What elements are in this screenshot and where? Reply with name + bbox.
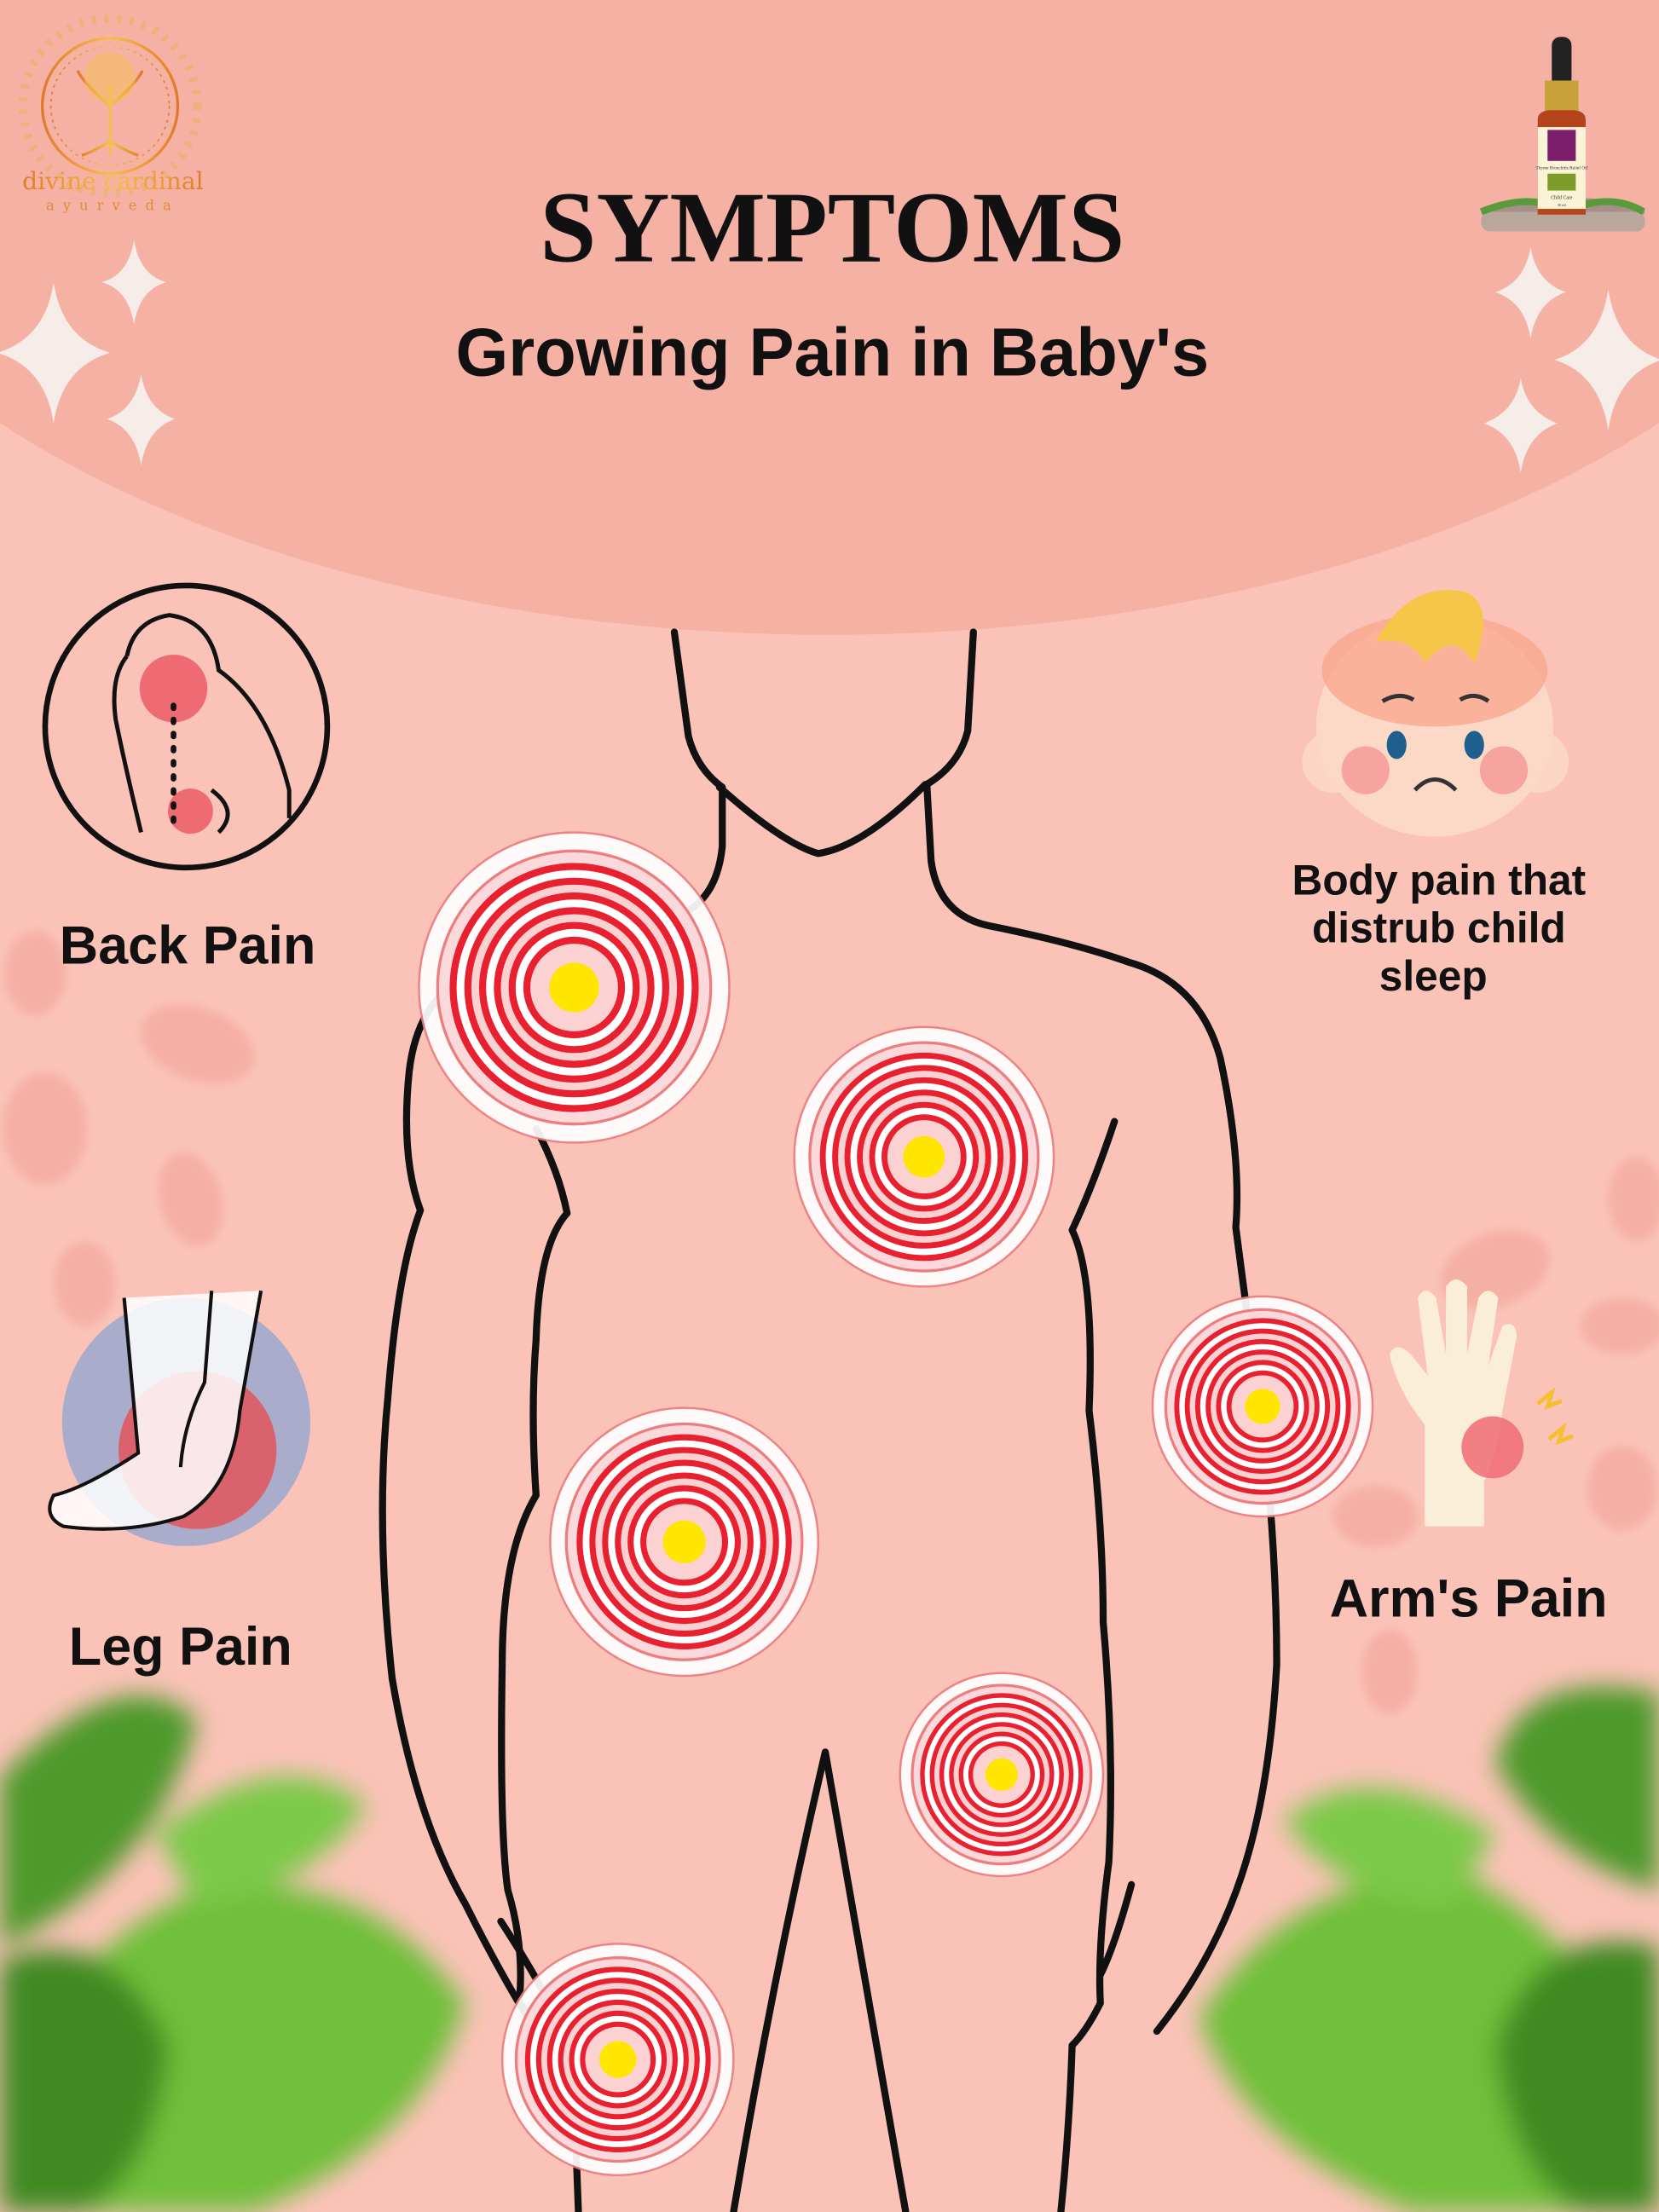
brand-logo: divine cardinal ayurveda (18, 14, 204, 214)
back-pain-label: Back Pain (60, 915, 316, 975)
product-category: Child Care (1551, 195, 1573, 200)
pain-ring (903, 1135, 945, 1178)
sleep-pain-label-line-2: distrub child (1312, 904, 1566, 952)
pain-marker-arm (1151, 1295, 1374, 1518)
header-backdrop (0, 0, 1659, 635)
background-blobs (3, 931, 1659, 1714)
pain-marker-chest (793, 1025, 1055, 1288)
pain-marker-shoulder (418, 831, 731, 1144)
sleep-pain-label-line-1: Body pain that (1292, 856, 1587, 904)
sleep-pain-label-line-3: sleep (1379, 952, 1488, 1000)
hand-pain-icon (1389, 1279, 1574, 1527)
brand-name: divine cardinal (22, 167, 203, 195)
pain-ring (599, 2041, 637, 2078)
pain-marker-hip (899, 1672, 1105, 1878)
pain-ring (549, 962, 599, 1013)
pain-marker-thigh (500, 1943, 735, 2177)
brand-tagline: ayurveda (46, 198, 180, 214)
pain-marker-abdomen (549, 1406, 820, 1678)
back-pain-icon (42, 582, 331, 871)
product-name: Thyme Bronchitis Relief Oil (1536, 165, 1588, 171)
pain-markers (418, 831, 1374, 2177)
pain-ring (1245, 1389, 1280, 1424)
leg-pain-label: Leg Pain (69, 1617, 292, 1677)
crying-baby-icon (1302, 590, 1569, 837)
leg-pain-icon (48, 1290, 311, 1546)
leaf-decoration-right (1199, 1686, 1659, 2212)
sparkle-icons (0, 240, 1659, 473)
product-volume: 30 ml (1558, 203, 1567, 207)
product-image: Thyme Bronchitis Relief Oil Child Care 3… (1479, 37, 1645, 232)
leaf-decoration-left (0, 1695, 466, 2212)
pain-ring (985, 1758, 1018, 1791)
pain-ring (662, 1520, 706, 1563)
page-title: SYMPTOMS (540, 170, 1124, 283)
page-subtitle: Growing Pain in Baby's (455, 314, 1209, 390)
arm-pain-label: Arm's Pain (1330, 1569, 1608, 1629)
